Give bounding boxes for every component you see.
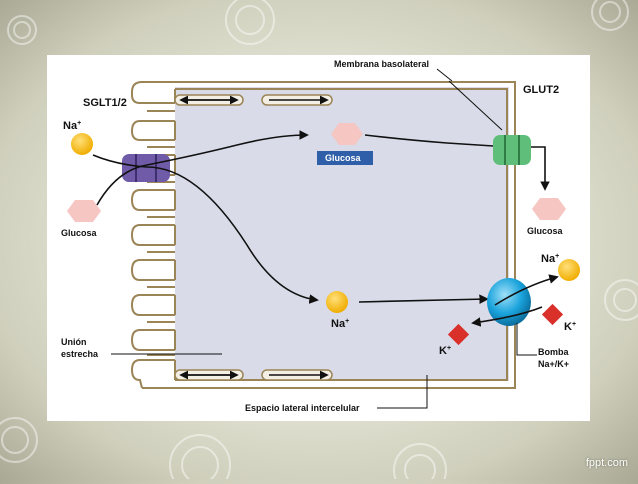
pump-na-out-path: [494, 274, 559, 306]
sglt-na-path: [92, 154, 319, 304]
diagram-panel: Membrana basolateral SGLT1/2 GLUT2 Na+ G…: [47, 55, 590, 421]
glucose-right: [532, 198, 566, 220]
cell-diagram: Membrana basolateral SGLT1/2 GLUT2 Na+ G…: [61, 59, 580, 413]
glucose-left: [67, 200, 101, 222]
na-to-pump-path: [358, 294, 489, 304]
glut2-label: GLUT2: [523, 84, 559, 96]
cell-cytoplasm: [175, 87, 509, 381]
na-left-label: Na+: [63, 120, 81, 132]
k-left-label: K+: [439, 345, 451, 357]
sodium-ion-left: [71, 133, 93, 155]
glucose-to-glut2-path: [364, 134, 550, 191]
membrane-leader-lines: [436, 68, 503, 131]
pump-k-in-path: [471, 306, 543, 327]
espacio-leader: [377, 375, 428, 409]
sglt-glucose-path: [96, 130, 309, 206]
glucosa-left-label: Glucosa: [61, 228, 98, 238]
bomba-label-line1: Bomba: [538, 347, 569, 357]
espacio-label: Espacio lateral intercelular: [245, 403, 360, 413]
glucosa-right-label: Glucosa: [527, 226, 564, 236]
glucose-center: [331, 123, 363, 145]
k-right-label: K+: [564, 321, 576, 333]
bomba-label-line2: Na+/K+: [538, 359, 569, 369]
sglt-transporter: [122, 154, 170, 182]
apical-microvilli: [130, 81, 175, 389]
glut2-transporter: [493, 135, 531, 165]
na-k-pump: [487, 278, 531, 326]
bomba-leader: [516, 323, 537, 356]
union-label-line1: Unión: [61, 337, 87, 347]
na-right-label: Na+: [541, 253, 559, 265]
potassium-ion-right: [541, 303, 564, 326]
membrana-basolateral-label: Membrana basolateral: [334, 59, 429, 69]
glucosa-center-label: Glucosa: [325, 153, 362, 163]
na-center-label: Na+: [331, 318, 349, 330]
apical-microvilli-inner: [147, 89, 176, 380]
fppt-watermark: fppt.com: [585, 457, 628, 469]
tight-junction-top: [174, 94, 333, 106]
glucosa-tag-center: [317, 151, 373, 165]
tight-junction-bottom: [174, 369, 333, 381]
sglt-label: SGLT1/2: [83, 97, 127, 109]
basolateral-membrane: [142, 81, 516, 389]
sodium-ion-right: [558, 259, 580, 281]
union-label-line2: estrecha: [61, 349, 99, 359]
sodium-ion-center: [326, 291, 348, 313]
